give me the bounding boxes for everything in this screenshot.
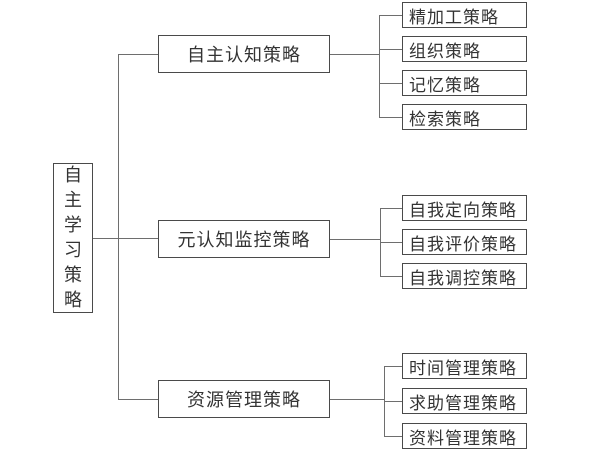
connector-branch2-leaf1	[380, 208, 402, 209]
leaf-node: 时间管理策略	[402, 353, 527, 379]
connector-branch1-vertical	[379, 15, 380, 118]
connector-branch2-leaf3	[380, 276, 402, 277]
leaf-node-label: 时间管理策略	[409, 358, 517, 378]
leaf-node-label: 自我评价策略	[409, 234, 517, 254]
leaf-node-label: 自我调控策略	[409, 268, 517, 288]
connector-branch1-leaf2	[379, 49, 402, 50]
branch-node-label: 自主认知策略	[187, 45, 301, 65]
root-node-label: 自主学习策略	[64, 165, 82, 310]
leaf-node: 自我调控策略	[402, 263, 527, 289]
leaf-node-label: 自我定向策略	[409, 200, 517, 220]
leaf-node: 精加工策略	[402, 2, 527, 28]
connector-branch3-leaf3	[384, 436, 402, 437]
leaf-node: 检索策略	[402, 104, 527, 130]
leaf-node-label: 精加工策略	[409, 7, 499, 27]
connector-trunk-to-branch3	[118, 399, 158, 400]
connector-trunk-vertical	[118, 54, 119, 399]
connector-root-to-branch2	[93, 238, 158, 239]
leaf-node: 资料管理策略	[402, 423, 527, 449]
leaf-node: 组织策略	[402, 36, 527, 62]
connector-branch1-leaf4	[379, 117, 402, 118]
connector-trunk-to-branch1	[118, 54, 158, 55]
leaf-node-label: 求助管理策略	[409, 393, 517, 413]
branch-node-resource: 资源管理策略	[158, 380, 330, 418]
leaf-node: 记忆策略	[402, 70, 527, 96]
connector-branch1-leaf3	[379, 83, 402, 84]
connector-branch3-leaf1	[384, 366, 402, 367]
connector-branch2-leaf2	[380, 242, 402, 243]
leaf-node: 自我定向策略	[402, 195, 527, 221]
connector-branch1-leaf1	[379, 15, 402, 16]
branch-node-metacognitive: 元认知监控策略	[158, 220, 330, 258]
root-node: 自主学习策略	[53, 163, 93, 313]
connector-branch3-out	[330, 399, 384, 400]
leaf-node: 求助管理策略	[402, 388, 527, 414]
connector-branch3-leaf2	[384, 401, 402, 402]
connector-branch1-out	[330, 54, 379, 55]
branch-node-label: 资源管理策略	[187, 390, 301, 410]
leaf-node: 自我评价策略	[402, 229, 527, 255]
branch-node-label: 元认知监控策略	[177, 230, 311, 250]
connector-branch2-out	[330, 239, 380, 240]
leaf-node-label: 检索策略	[409, 109, 481, 129]
leaf-node-label: 资料管理策略	[409, 428, 517, 448]
leaf-node-label: 组织策略	[409, 41, 481, 61]
leaf-node-label: 记忆策略	[409, 75, 481, 95]
branch-node-cognitive: 自主认知策略	[158, 35, 330, 73]
